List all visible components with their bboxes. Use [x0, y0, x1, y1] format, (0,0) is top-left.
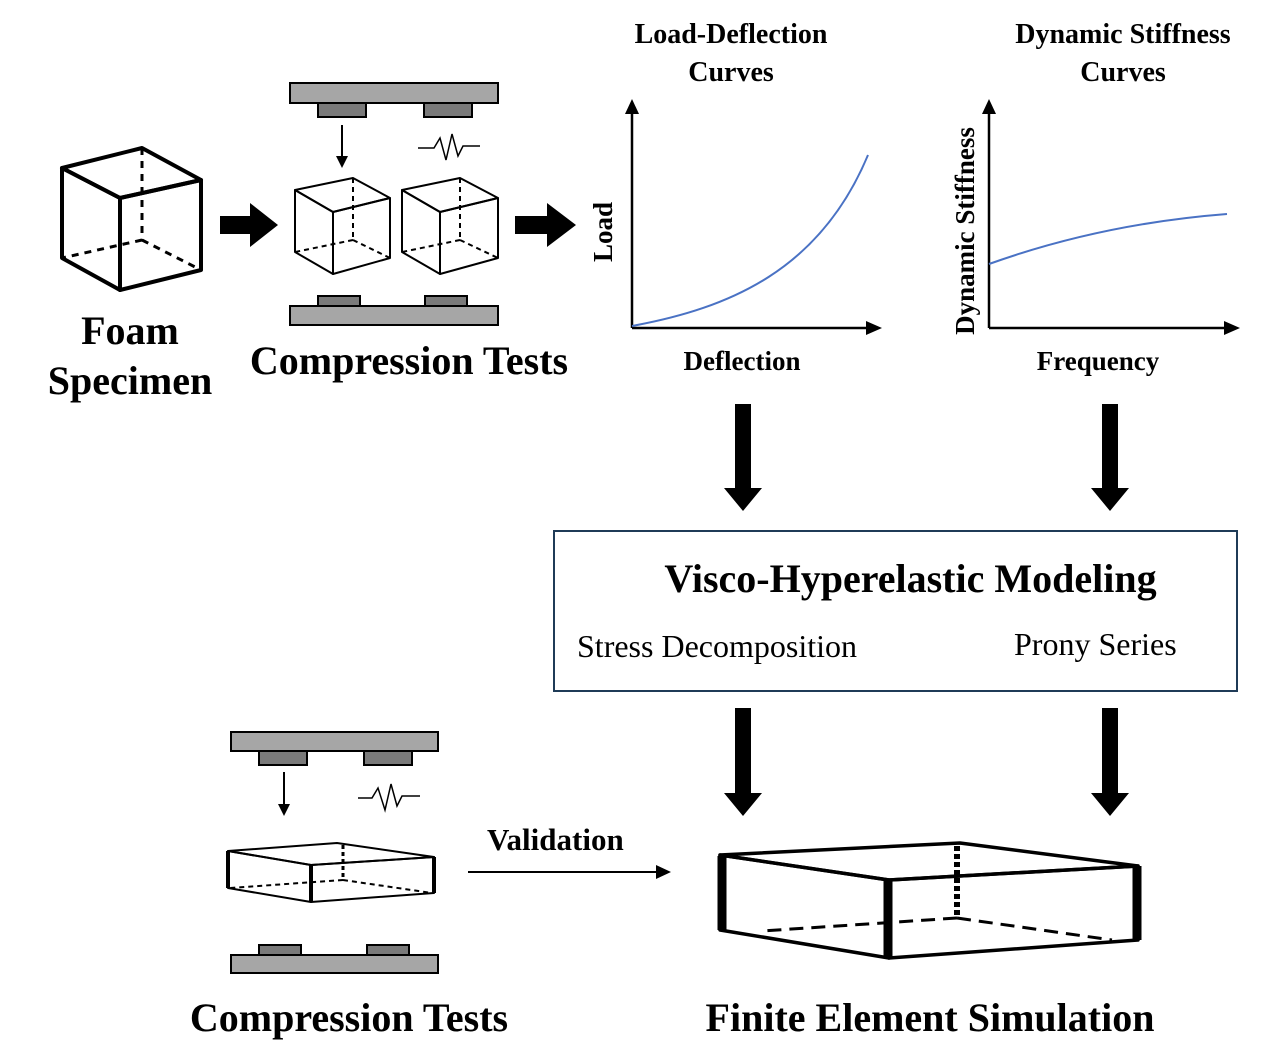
dynamic-stiffness-axis-label: Dynamic Stiffness	[950, 127, 980, 335]
foam-specimen-cube	[60, 146, 203, 292]
upper-pad-left	[317, 102, 367, 118]
load-deflection-title-line2: Curves	[688, 57, 774, 88]
visco-hyperelastic-model-box: Visco-Hyperelastic Modeling Stress Decom…	[553, 530, 1238, 692]
dynamic-stiffness-graph	[982, 99, 1240, 335]
prony-series-label: Prony Series	[1014, 626, 1177, 662]
lower-pad-right	[366, 944, 410, 956]
model-title: Visco-Hyperelastic Modeling	[664, 556, 1157, 601]
y-axis-arrowhead	[982, 99, 996, 114]
down-arrow-icon	[336, 156, 348, 168]
oscillation-icon	[358, 783, 420, 813]
foam-specimen-label-line1: Foam	[81, 308, 179, 353]
test-cube-left	[294, 177, 391, 275]
flow-arrows-down-2	[724, 708, 1129, 816]
test-cube-right	[401, 177, 499, 275]
lower-plate	[289, 305, 499, 326]
upper-pad-left	[258, 750, 308, 766]
load-axis-label: Load	[588, 201, 618, 263]
arrow-down-left	[724, 708, 762, 816]
upper-plate	[289, 82, 499, 104]
deflection-axis-label: Deflection	[683, 346, 801, 376]
arrow-right-2	[515, 203, 576, 247]
upper-plate	[230, 731, 439, 752]
compression-tests-label-bottom: Compression Tests	[189, 995, 509, 1040]
lower-pad-right	[424, 295, 468, 307]
frequency-axis-label: Frequency	[1036, 346, 1160, 376]
load-deflection-title-line1: Load-Deflection	[634, 19, 828, 50]
load-deflection-curve	[631, 154, 869, 327]
validation-label: Validation	[487, 822, 624, 857]
dynamic-stiffness-curve	[988, 213, 1228, 265]
x-axis-arrowhead	[1224, 321, 1240, 335]
dynamic-stiffness-title-line1: Dynamic Stiffness	[1015, 19, 1231, 50]
arrow-down-left	[724, 404, 762, 511]
compression-tests-label-top: Compression Tests	[249, 338, 569, 383]
lower-plate	[230, 954, 439, 974]
upper-pad-right	[423, 102, 473, 118]
y-axis-arrowhead	[625, 99, 639, 114]
lower-pad-left	[317, 295, 361, 307]
arrow-down-right	[1091, 404, 1129, 511]
arrow-down-right	[1091, 708, 1129, 816]
down-arrow-icon	[278, 804, 290, 816]
finite-element-simulation-label: Finite Element Simulation	[705, 995, 1155, 1040]
foam-specimen-label-line2: Specimen	[47, 358, 213, 403]
load-deflection-title: Load-Deflection Curves	[600, 16, 862, 92]
validation-arrow	[468, 865, 671, 879]
test-slab	[226, 842, 436, 903]
load-deflection-graph	[625, 99, 882, 335]
dynamic-stiffness-title-line2: Curves	[1080, 57, 1166, 88]
dynamic-stiffness-title: Dynamic Stiffness Curves	[990, 16, 1256, 92]
stress-decomposition-label: Stress Decomposition	[577, 628, 857, 664]
compression-test-rig-top	[289, 82, 499, 326]
oscillation-icon	[418, 133, 480, 161]
arrow-right-1	[220, 203, 278, 247]
finite-element-slab	[717, 841, 1142, 960]
compression-test-rig-bottom	[226, 731, 439, 974]
foam-specimen-label: Foam Specimen	[40, 306, 220, 406]
lower-pad-left	[258, 944, 302, 956]
x-axis-arrowhead	[866, 321, 882, 335]
flow-arrows-down-1	[724, 404, 1129, 511]
flow-arrows-stage1	[220, 203, 576, 247]
upper-pad-right	[363, 750, 413, 766]
